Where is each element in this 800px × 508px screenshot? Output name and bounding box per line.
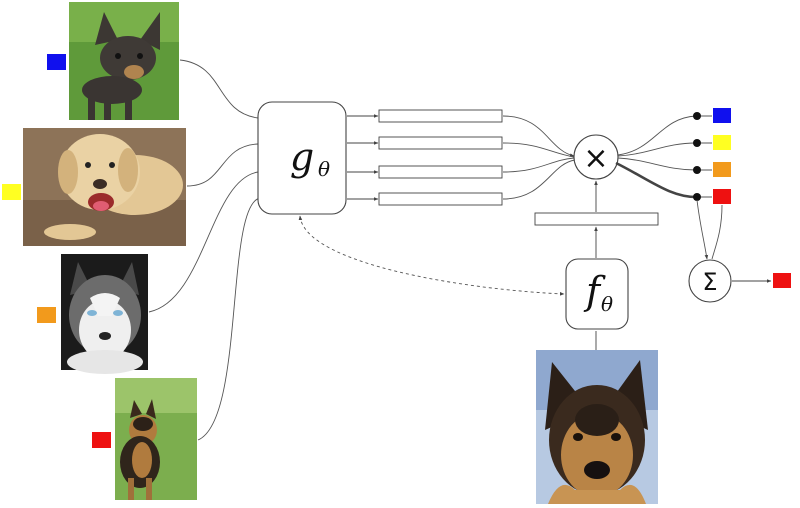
support-image-chihuahua <box>69 2 179 120</box>
query-image-german-shepherd <box>536 350 658 504</box>
g-symbol: g <box>290 135 314 179</box>
class-swatch-blue <box>47 54 66 70</box>
output-dot-3 <box>693 166 701 174</box>
outputs-to-sum <box>696 199 723 260</box>
support-image-husky <box>61 254 148 374</box>
output-swatch-blue <box>713 108 731 123</box>
class-swatch-yellow <box>2 184 21 200</box>
output-swatch-yellow <box>713 135 731 150</box>
edge-labrador-g <box>186 143 259 187</box>
class-swatch-orange <box>37 307 56 323</box>
output-dot-1 <box>693 112 701 120</box>
query-network-f: f θ <box>565 258 629 330</box>
support-image-labrador <box>23 128 186 246</box>
sum-node: Σ <box>688 259 732 303</box>
output-dot-2 <box>693 139 701 147</box>
support-connections <box>148 59 261 441</box>
prediction-swatch <box>773 273 791 288</box>
edge-chihuahua-g <box>179 59 259 119</box>
embedding-to-product <box>502 115 576 200</box>
f-subscript: θ <box>601 292 613 316</box>
class-swatch-red <box>92 432 111 448</box>
g-subscript: θ <box>318 157 330 181</box>
embedding-bar-4 <box>378 192 503 206</box>
sum-symbol: Σ <box>702 268 717 296</box>
output-swatch-red <box>713 189 731 204</box>
product-symbol: × <box>583 141 608 176</box>
product-to-outputs <box>615 115 697 199</box>
support-embeddings <box>378 109 503 206</box>
output-swatch-orange <box>713 162 731 177</box>
output-distribution <box>693 108 731 204</box>
embedding-bar-2 <box>378 136 503 150</box>
support-image-german-shepherd <box>115 378 197 500</box>
output-dot-4 <box>693 193 701 201</box>
weight-sharing-arrow <box>298 215 565 296</box>
embedding-arrows <box>347 114 379 201</box>
query-embedding-bar <box>534 212 659 226</box>
edge-shepherd-g <box>197 197 261 441</box>
embedding-bar-1 <box>378 109 503 123</box>
embedding-network-g: g θ <box>257 101 347 215</box>
product-node: × <box>573 134 619 180</box>
edge-husky-g <box>148 171 259 313</box>
embedding-bar-3 <box>378 165 503 179</box>
